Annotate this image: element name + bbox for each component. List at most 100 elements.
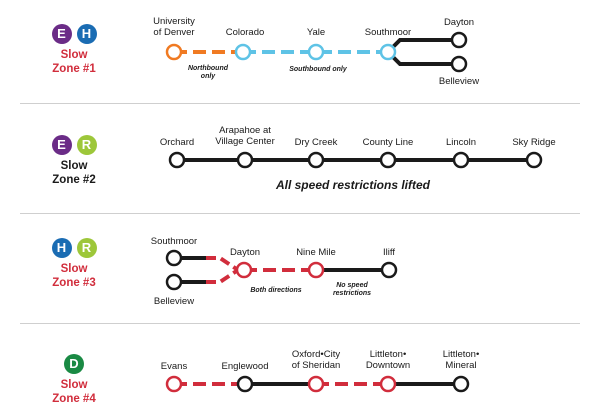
station-label-ninemile: Nine Mile <box>296 247 336 258</box>
zone-3-label-line2: Zone #3 <box>52 277 96 289</box>
station-label-southmoor: Southmoor <box>151 236 197 247</box>
station-marker <box>379 43 397 61</box>
note-restrictions-lifted: All speed restrictions lifted <box>275 178 431 192</box>
line-e-badge-icon: E <box>51 24 72 44</box>
zone-1-label-line2: Zone #1 <box>52 63 96 75</box>
zone-1-stations <box>165 31 468 73</box>
station-label-belleview: Belleview <box>439 76 479 87</box>
station-marker <box>450 31 468 49</box>
zone-3-stations <box>165 249 398 291</box>
line-r-badge-icon: R <box>76 135 97 155</box>
zone-3-label-line1: Slow <box>60 263 88 275</box>
zone-1-label: Slow Zone #1 <box>0 48 148 76</box>
note-line: only <box>201 73 216 80</box>
station-label-dayton: Dayton <box>444 17 474 28</box>
station-marker <box>379 375 397 393</box>
zone-1-badges: E H <box>0 24 148 44</box>
track-branch-belleview <box>386 50 459 66</box>
label-line: Littleton• <box>443 349 480 360</box>
track-slow-branch-bottom <box>206 268 240 284</box>
zone-2-label-line2: Zone #2 <box>52 174 96 186</box>
zone-1-header: E H Slow Zone #1 <box>0 24 148 76</box>
zone-2-badges: E R <box>0 135 148 155</box>
station-label-evans: Evans <box>161 361 188 372</box>
station-label-countyline: County Line <box>363 137 414 148</box>
zone-3-badges: H R <box>0 238 148 258</box>
label-line: Village Center <box>215 136 275 147</box>
divider-2 <box>20 213 580 214</box>
zone-2-header: E R Slow Zone #2 <box>0 135 148 187</box>
station-marker <box>452 375 470 393</box>
zone-4-label-line1: Slow <box>60 379 88 391</box>
station-marker <box>307 151 325 169</box>
zone-4-stations <box>165 375 470 393</box>
station-label-iliff: Iliff <box>383 247 395 258</box>
station-label-englewood: Englewood <box>221 361 268 372</box>
label-line: University <box>153 16 195 27</box>
note-line: No speed <box>336 282 368 289</box>
station-label-southmoor: Southmoor <box>365 27 411 38</box>
station-marker <box>235 261 253 279</box>
station-marker <box>234 43 252 61</box>
station-marker <box>165 375 183 393</box>
divider-3 <box>20 323 580 324</box>
station-marker <box>236 151 254 169</box>
station-marker <box>236 375 254 393</box>
label-line: of Sheridan <box>292 360 341 371</box>
station-marker <box>307 375 325 393</box>
station-marker <box>525 151 543 169</box>
label-line: Mineral <box>445 360 476 371</box>
station-label-colorado: Colorado <box>226 27 265 38</box>
station-label-littleton-mineral: Littleton•Mineral <box>443 349 480 371</box>
station-marker <box>307 43 325 61</box>
line-h-badge-icon: H <box>76 24 97 44</box>
zone-2-label: Slow Zone #2 <box>0 159 148 187</box>
label-line: of Denver <box>153 27 194 38</box>
line-e-badge-icon: E <box>51 135 72 155</box>
station-marker <box>165 249 183 267</box>
note-line: Northbound <box>188 65 229 72</box>
note-southbound: Southbound only <box>289 66 348 73</box>
zone-3-header: H R Slow Zone #3 <box>0 238 148 290</box>
label-line: Downtown <box>366 360 410 371</box>
station-marker <box>307 261 325 279</box>
label-line: Arapahoe at <box>219 125 271 136</box>
note-line: restrictions <box>333 290 371 297</box>
station-marker <box>168 151 186 169</box>
zone-1-label-line1: Slow <box>60 49 88 61</box>
track-slow-branch-top <box>206 256 240 272</box>
station-label-orchard: Orchard <box>160 137 194 148</box>
station-label-belleview: Belleview <box>154 296 194 307</box>
zone-2-label-line1: Slow <box>60 160 88 172</box>
station-marker <box>380 261 398 279</box>
station-label-skyridge: Sky Ridge <box>512 137 555 148</box>
station-label-dayton: Dayton <box>230 247 260 258</box>
line-h-badge-icon: H <box>51 238 72 258</box>
station-marker <box>379 151 397 169</box>
station-label-lincoln: Lincoln <box>446 137 476 148</box>
station-marker <box>452 151 470 169</box>
station-marker <box>165 273 183 291</box>
zone-4-badges: D <box>0 354 148 374</box>
station-marker <box>450 55 468 73</box>
label-line: Littleton• <box>370 349 407 360</box>
zone-4-header: D Slow Zone #4 <box>0 354 148 406</box>
line-d-badge-icon: D <box>64 354 84 374</box>
track-branch-dayton <box>386 38 459 54</box>
line-r-badge-icon: R <box>76 238 97 258</box>
zone-3-tracks <box>174 256 389 284</box>
station-label-littleton-downtown: Littleton•Downtown <box>366 349 410 371</box>
divider-1 <box>20 103 580 104</box>
note-both-directions: Both directions <box>250 287 301 294</box>
zone-3-label: Slow Zone #3 <box>0 262 148 290</box>
station-marker <box>165 43 183 61</box>
label-line: Oxford•City <box>292 349 340 360</box>
station-label-yale: Yale <box>307 27 325 38</box>
zone-2-stations <box>168 151 543 169</box>
